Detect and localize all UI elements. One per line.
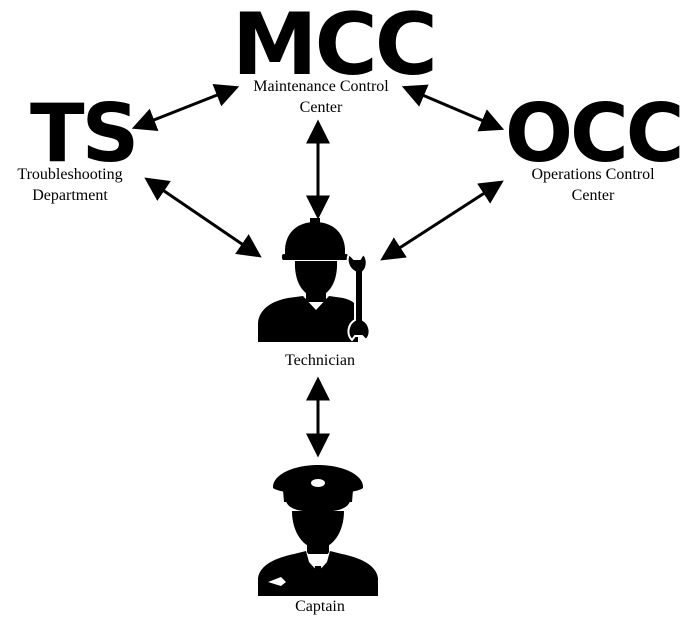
technician-wrench-icon: [258, 218, 371, 342]
captain-label: Captain: [295, 598, 345, 615]
occ-label-line-2: Center: [571, 187, 615, 204]
ts-label-line-1: Troubleshooting: [17, 166, 123, 183]
mcc-label: Maintenance Control Center: [221, 76, 421, 118]
arrow-mcc-occ: [401, 84, 505, 132]
occ-label: Operations Control Center: [507, 164, 679, 206]
mcc-label-line-1: Maintenance Control: [253, 78, 389, 95]
mcc-abbreviation: MCC: [232, 0, 438, 95]
ts-abbreviation: TS: [30, 87, 139, 180]
arrow-occ-technician: [380, 180, 504, 261]
ts-label-line-2: Department: [32, 187, 108, 204]
technician-label: Technician: [285, 352, 355, 369]
arrow-ts-technician: [144, 177, 262, 258]
ts-label: Troubleshooting Department: [0, 164, 140, 206]
mcc-label-line-2: Center: [299, 99, 343, 116]
occ-abbreviation: OCC: [505, 87, 681, 180]
pilot-captain-icon: [258, 465, 378, 596]
occ-label-line-1: Operations Control: [531, 166, 655, 183]
arrow-ts-mcc: [131, 83, 240, 132]
